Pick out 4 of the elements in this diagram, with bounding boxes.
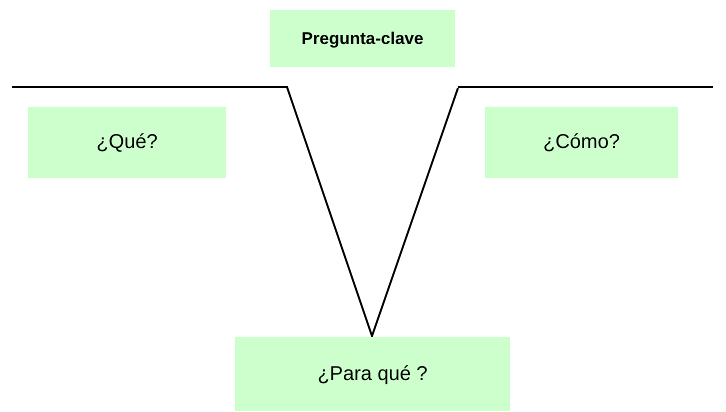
label-box: ¿Cómo? xyxy=(485,107,678,178)
heading-box: Pregunta-clave xyxy=(270,10,455,67)
label-box: ¿Qué? xyxy=(28,107,226,178)
label-box: ¿Para qué ? xyxy=(235,337,510,411)
